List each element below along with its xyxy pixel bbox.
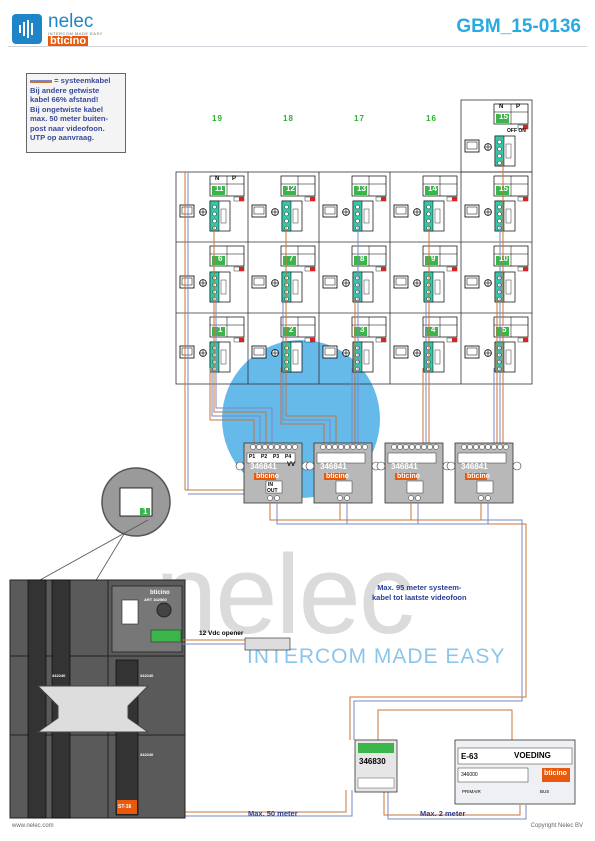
distributor-brand: bticino xyxy=(397,473,420,480)
cable-legend-icon xyxy=(30,79,52,83)
nelec-logo-icon xyxy=(12,14,42,44)
note-line: kabel 66% afstand! xyxy=(30,95,99,104)
apartment-number: 9 xyxy=(431,254,436,263)
distributor-model: 346841 xyxy=(320,462,347,471)
apartment-number: 2 xyxy=(289,325,294,334)
floor-tag: 19 xyxy=(212,114,223,123)
footer-website: www.nelec.com xyxy=(12,823,54,829)
in-label: IN xyxy=(268,482,273,488)
end-tag: ST-16 xyxy=(118,804,132,810)
primair-label: PRIMAIR xyxy=(462,789,481,794)
doc-code: GBM_15-0136 xyxy=(456,16,581,37)
distributor-brand: bticino xyxy=(326,473,349,480)
note-line: post naar videofoon. xyxy=(30,123,105,133)
apartment-number: 15 xyxy=(499,184,508,193)
supply-label: VOEDING xyxy=(514,751,551,760)
apartment-number: 7 xyxy=(289,254,294,263)
supply-model: E-63 xyxy=(461,752,478,761)
system-cable-note: = systeemkabel Bij andere getwiste kabel… xyxy=(26,73,126,153)
apartment-number: 12 xyxy=(286,184,295,193)
port-label: P1 xyxy=(249,454,256,460)
distributor-model: 346841 xyxy=(391,462,418,471)
apartment-number: 8 xyxy=(360,254,365,263)
p-label: P xyxy=(516,104,521,110)
vv-label: VV xyxy=(287,462,296,468)
p-label: P xyxy=(232,176,237,182)
apartment-number: 6 xyxy=(218,254,223,263)
apartment-number: 13 xyxy=(357,184,366,193)
header-divider xyxy=(8,46,587,47)
legend-label: = systeemkabel xyxy=(54,76,111,85)
apartment-number: 15 xyxy=(499,112,508,121)
apartment-number: 10 xyxy=(499,254,508,263)
apartment-number: 3 xyxy=(360,325,365,334)
zoom-tag: 1 xyxy=(143,507,148,516)
module-code: 342240 xyxy=(140,752,154,757)
port-label: P4 xyxy=(285,454,292,460)
n-label: N xyxy=(499,104,504,110)
apartment-number: 11 xyxy=(215,184,224,193)
supply-brand: bticino xyxy=(544,770,567,777)
distributor-model: 346841 xyxy=(461,462,488,471)
opener-label: 12 Vdc opener xyxy=(199,630,244,637)
max95-line: kabel tot laatste videofoon xyxy=(372,593,467,602)
interface-model: 346830 xyxy=(359,757,386,766)
note-line: max. 50 meter buiten- xyxy=(30,114,109,123)
footer-copyright: Copyright Nelec BV xyxy=(530,823,583,829)
floor-tag: 17 xyxy=(354,114,365,123)
max50-note: Max. 50 meter xyxy=(248,809,298,818)
watermark-text: nelec xyxy=(155,532,415,657)
brand-tagline: INTERCOM MADE EASY xyxy=(48,31,103,36)
n-label: N xyxy=(215,176,220,182)
bus-label: BUS xyxy=(540,789,550,794)
port-label: P3 xyxy=(273,454,280,460)
watermark-tagline: INTERCOM MADE EASY xyxy=(247,645,506,668)
note-line: Bij ongetwiste kabel xyxy=(30,104,104,114)
floor-tag: 18 xyxy=(283,114,294,123)
max95-line: Max. 95 meter systeem- xyxy=(377,583,462,592)
apartment-number: 5 xyxy=(502,325,507,334)
max2-note: Max. 2 meter xyxy=(420,809,466,818)
supply-code: 346000 xyxy=(461,772,478,778)
module-code: 342240 xyxy=(52,673,66,678)
panel-code: ART 342560 xyxy=(144,597,167,602)
max95-note: Max. 95 meter systeem- kabel tot laatste… xyxy=(372,583,467,603)
note-line: Bij andere getwiste xyxy=(30,85,100,95)
apartment-number: 4 xyxy=(431,325,436,334)
module-code: 342240 xyxy=(140,673,154,678)
distributor-model: 346841 xyxy=(250,462,277,471)
brand-name: nelec xyxy=(48,11,94,32)
port-label: P2 xyxy=(261,454,268,460)
apartment-number: 1 xyxy=(218,325,223,334)
distributor-brand: bticino xyxy=(256,473,279,480)
off-on-label: OFF ON xyxy=(507,128,526,134)
note-line: UTP op aanvraag. xyxy=(30,133,95,142)
out-label: OUT xyxy=(267,488,278,494)
floor-tag: 16 xyxy=(426,114,437,123)
distributor-brand: bticino xyxy=(467,473,490,480)
panel-brand: bticino xyxy=(150,590,170,596)
apartment-number: 14 xyxy=(428,184,437,193)
partner-brand: bticino xyxy=(48,35,89,47)
